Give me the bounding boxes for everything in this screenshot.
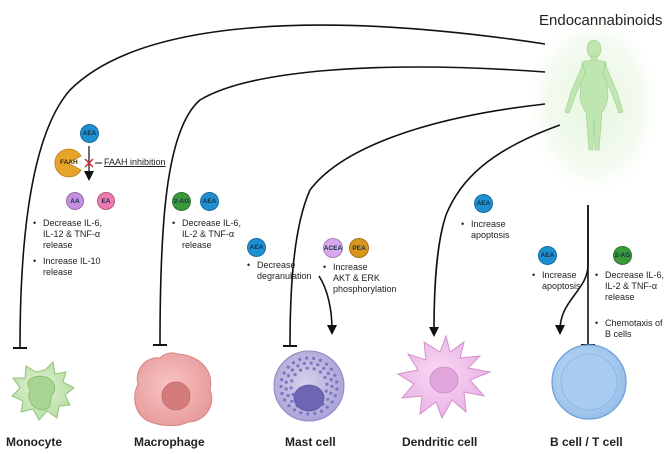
aea-molecule-icon: AEA xyxy=(247,238,266,257)
mast-granule xyxy=(330,400,334,404)
bt-cell-label: B cell / T cell xyxy=(550,435,623,449)
mast-granule xyxy=(329,378,333,382)
mast-granule xyxy=(319,409,323,413)
pea-molecule-icon: PEA xyxy=(349,238,369,258)
mast-granule xyxy=(326,371,330,375)
ea-molecule-icon: EA xyxy=(97,192,115,210)
monocyte-cell xyxy=(11,360,75,421)
pathway-dendritic xyxy=(429,124,561,337)
bt-2ag-effect-2: •Chemotaxis of B cells xyxy=(595,318,663,339)
mast-granule xyxy=(279,384,283,389)
mast-granule xyxy=(306,412,310,416)
mast-granule xyxy=(324,362,328,366)
2ag-molecule-icon: 2-AG xyxy=(172,192,191,211)
mast-granule xyxy=(296,364,300,368)
mast-granule xyxy=(305,366,309,370)
monocyte-label: Monocyte xyxy=(6,435,63,449)
mast-granule xyxy=(316,363,320,367)
aea-molecule-icon: AEA xyxy=(80,124,99,143)
mast-granule xyxy=(330,384,334,388)
mast-granule xyxy=(286,365,290,369)
bt-cell xyxy=(551,344,627,420)
mast-granule xyxy=(312,356,316,360)
mast-cell xyxy=(273,350,345,422)
macrophage-cell xyxy=(134,352,213,427)
mast-granule xyxy=(287,404,291,408)
mast-granule xyxy=(290,379,294,383)
dendritic-effect: •Increase apoptosis xyxy=(461,219,510,240)
mast-granule xyxy=(299,411,303,415)
mast-granule xyxy=(280,391,284,396)
mast-granule xyxy=(329,391,333,395)
pathway-mast-inhibit xyxy=(289,103,546,347)
mast-granule xyxy=(290,399,294,403)
monocyte-effect-1: •Decrease IL-6, IL-12 & TNF-α release xyxy=(33,218,103,250)
mast-granule xyxy=(326,397,330,401)
mast-granule xyxy=(286,394,290,398)
mast-granule xyxy=(325,405,329,409)
mast-granule xyxy=(305,356,309,360)
mast-granule xyxy=(283,398,287,402)
mast-granule xyxy=(324,389,328,393)
mast-granule xyxy=(291,361,296,365)
aa-molecule-icon: AA xyxy=(66,192,84,210)
mast-cell-label: Mast cell xyxy=(285,435,336,449)
dendritic-cell-label: Dendritic cell xyxy=(402,435,478,449)
mast-granule xyxy=(284,380,288,384)
mast-granule xyxy=(292,408,297,412)
mast-granule xyxy=(323,375,327,380)
mast-granule xyxy=(322,366,326,370)
pathway-mast-activate xyxy=(318,275,337,335)
macrophage-effect-1: •Decrease IL-6, IL-2 & TNF-α release xyxy=(172,218,242,250)
faah-inhibition-label: FAAH inhibition xyxy=(104,157,166,167)
macrophage-label: Macrophage xyxy=(134,435,205,449)
mast-granule xyxy=(284,387,288,391)
mast-granule xyxy=(333,394,337,398)
bt-aea-effect: •Increase apoptosis xyxy=(532,270,581,291)
mast-aea-effect: •Decrease degranulation xyxy=(247,260,312,281)
faah-enzyme-label: FAAH xyxy=(60,159,78,166)
aea-molecule-icon: AEA xyxy=(474,194,493,213)
mast-granule xyxy=(280,378,284,382)
mast-granule xyxy=(335,380,339,384)
faah-inhibit-x-icon xyxy=(84,158,94,168)
mast-granule xyxy=(329,367,333,371)
monocyte-effect-2: •Increase IL-10 release xyxy=(33,256,101,277)
mast-granule xyxy=(312,367,316,371)
mast-granule xyxy=(318,358,322,362)
mast-granule xyxy=(335,387,339,391)
aea-molecule-icon: AEA xyxy=(200,192,219,211)
mast-granule xyxy=(318,370,322,374)
mast-granule xyxy=(302,361,306,366)
mast-granule xyxy=(333,373,337,377)
pathway-macrophage xyxy=(159,66,546,346)
aea-molecule-icon: AEA xyxy=(538,246,557,265)
mast-acea-effect: •Increase AKT & ERK phosphorylation xyxy=(323,262,397,294)
mast-granule xyxy=(289,386,293,390)
diagram-title: Endocannabinoids xyxy=(539,12,663,29)
mast-granule xyxy=(309,361,313,365)
bt-2ag-effect-1: •Decrease IL-6, IL-2 & TNF-α release xyxy=(595,270,665,302)
mast-granule xyxy=(282,371,286,375)
mast-granule xyxy=(286,374,291,378)
pathway-bcell-activate xyxy=(555,205,589,335)
mast-granule xyxy=(298,368,303,372)
mast-granule xyxy=(293,373,297,377)
mast-granule xyxy=(325,382,329,386)
acea-molecule-icon: ACEA xyxy=(323,238,343,258)
mast-granule xyxy=(290,368,294,372)
mast-granule xyxy=(298,357,302,362)
faah-enzyme-icon xyxy=(54,148,82,178)
2ag-molecule-icon: 2-AG xyxy=(613,246,632,265)
human-figure xyxy=(564,39,624,151)
dendritic-cell xyxy=(396,334,492,420)
pathway-monocyte xyxy=(19,24,546,349)
mast-granule xyxy=(313,411,317,415)
